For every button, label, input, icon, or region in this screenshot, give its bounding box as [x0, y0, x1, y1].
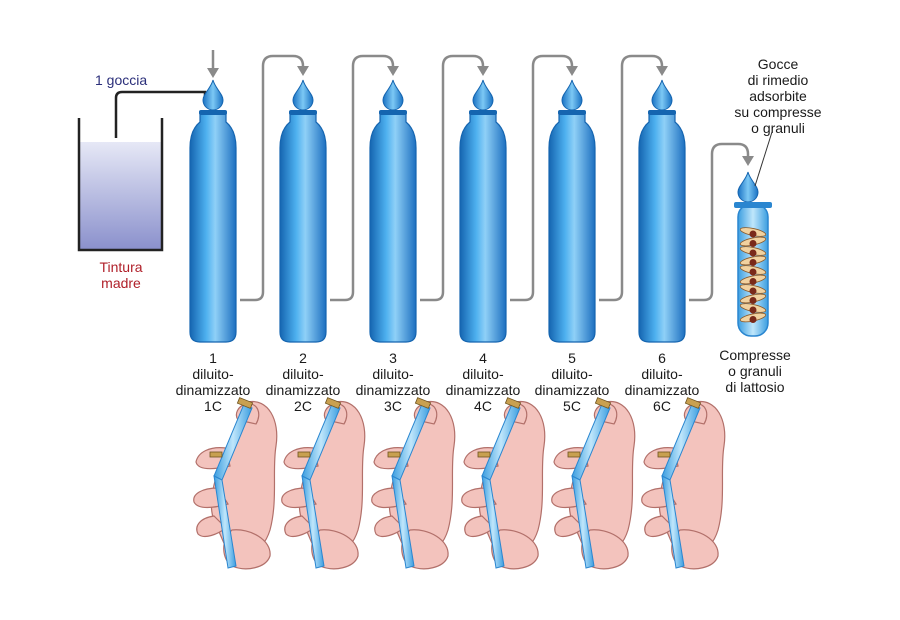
dilution-tube-6 — [638, 79, 686, 343]
dilution-tubes — [189, 79, 686, 343]
step-potency: 2C — [294, 398, 312, 414]
dilution-tube-5 — [548, 79, 596, 343]
step-num: 1 — [209, 350, 217, 366]
down-arrow-icon — [297, 66, 309, 76]
drop-icon — [561, 79, 583, 111]
step-num: 6 — [658, 350, 666, 366]
transfer-pipes — [207, 50, 773, 302]
step-num: 5 — [568, 350, 576, 366]
step-line2: dinamizzato — [265, 382, 341, 398]
transfer-pipe — [599, 54, 664, 302]
dilution-tube-3 — [369, 79, 417, 343]
granule — [749, 287, 757, 295]
transfer-pipe — [240, 54, 305, 302]
succussion-illustrations — [193, 397, 726, 570]
lactose-granules — [739, 227, 767, 323]
step-num: 4 — [479, 350, 487, 366]
down-arrow-icon — [742, 156, 754, 166]
step-line1: diluito- — [551, 366, 593, 382]
hand-with-vial-6 — [641, 397, 726, 570]
granule — [749, 316, 757, 323]
transfer-pipe — [689, 142, 750, 302]
drop-icon — [292, 79, 314, 111]
granule — [749, 259, 757, 266]
down-arrow-icon — [656, 66, 668, 76]
step-num: 2 — [299, 350, 307, 366]
step-num: 3 — [389, 350, 397, 366]
drop-icon — [202, 79, 224, 111]
step-line1: diluito- — [372, 366, 414, 382]
hand-with-vial-1 — [193, 397, 278, 570]
callout-line — [754, 131, 773, 187]
step-line2: dinamizzato — [445, 382, 521, 398]
down-arrow-icon — [207, 50, 219, 78]
granules-vial — [734, 202, 772, 337]
step-line2: dinamizzato — [624, 382, 700, 398]
mother-tincture-label: Tintura madre — [99, 259, 143, 291]
drop-icon — [651, 79, 673, 111]
step-line1: diluito- — [192, 366, 234, 382]
hand-with-vial-4 — [461, 397, 546, 570]
granule — [749, 297, 757, 304]
granule — [749, 278, 757, 285]
drop-icon — [472, 79, 494, 111]
down-arrow-icon — [387, 66, 399, 76]
transfer-pipe — [420, 54, 485, 302]
step-potency: 6C — [653, 398, 671, 414]
step-potency: 5C — [563, 398, 581, 414]
down-arrow-icon — [566, 66, 578, 76]
transfer-pipe — [330, 54, 395, 302]
granule — [749, 240, 757, 247]
step-line1: diluito- — [641, 366, 683, 382]
dilution-tube-2 — [279, 79, 327, 343]
granule — [749, 249, 757, 257]
step-line2: dinamizzato — [175, 382, 251, 398]
step-line2: dinamizzato — [355, 382, 431, 398]
down-arrow-icon — [477, 66, 489, 76]
drop-label: 1 goccia — [95, 72, 148, 88]
step-line1: diluito- — [282, 366, 324, 382]
granule — [749, 268, 757, 276]
granule — [749, 230, 757, 238]
final-product-label: Compresse o granuli di lattosio — [719, 347, 791, 395]
absorbed-drops-label: Gocce di rimedio adsorbite su compresse … — [734, 56, 822, 136]
hand-with-vial-2 — [281, 397, 366, 570]
dilution-tube-4 — [459, 79, 507, 343]
step-potency: 4C — [474, 398, 492, 414]
jar-pipe — [114, 90, 207, 138]
step-line1: diluito- — [462, 366, 504, 382]
drop-icon — [382, 79, 404, 111]
transfer-pipe — [510, 54, 574, 302]
step-potency: 1C — [204, 398, 222, 414]
hand-with-vial-5 — [551, 397, 636, 570]
step-potency: 3C — [384, 398, 402, 414]
hand-with-vial-3 — [371, 397, 456, 570]
granule — [749, 306, 757, 314]
mother-tincture-jar — [77, 118, 164, 252]
step-line2: dinamizzato — [534, 382, 610, 398]
drop-icon — [737, 171, 759, 203]
dilution-tube-1 — [189, 79, 237, 343]
